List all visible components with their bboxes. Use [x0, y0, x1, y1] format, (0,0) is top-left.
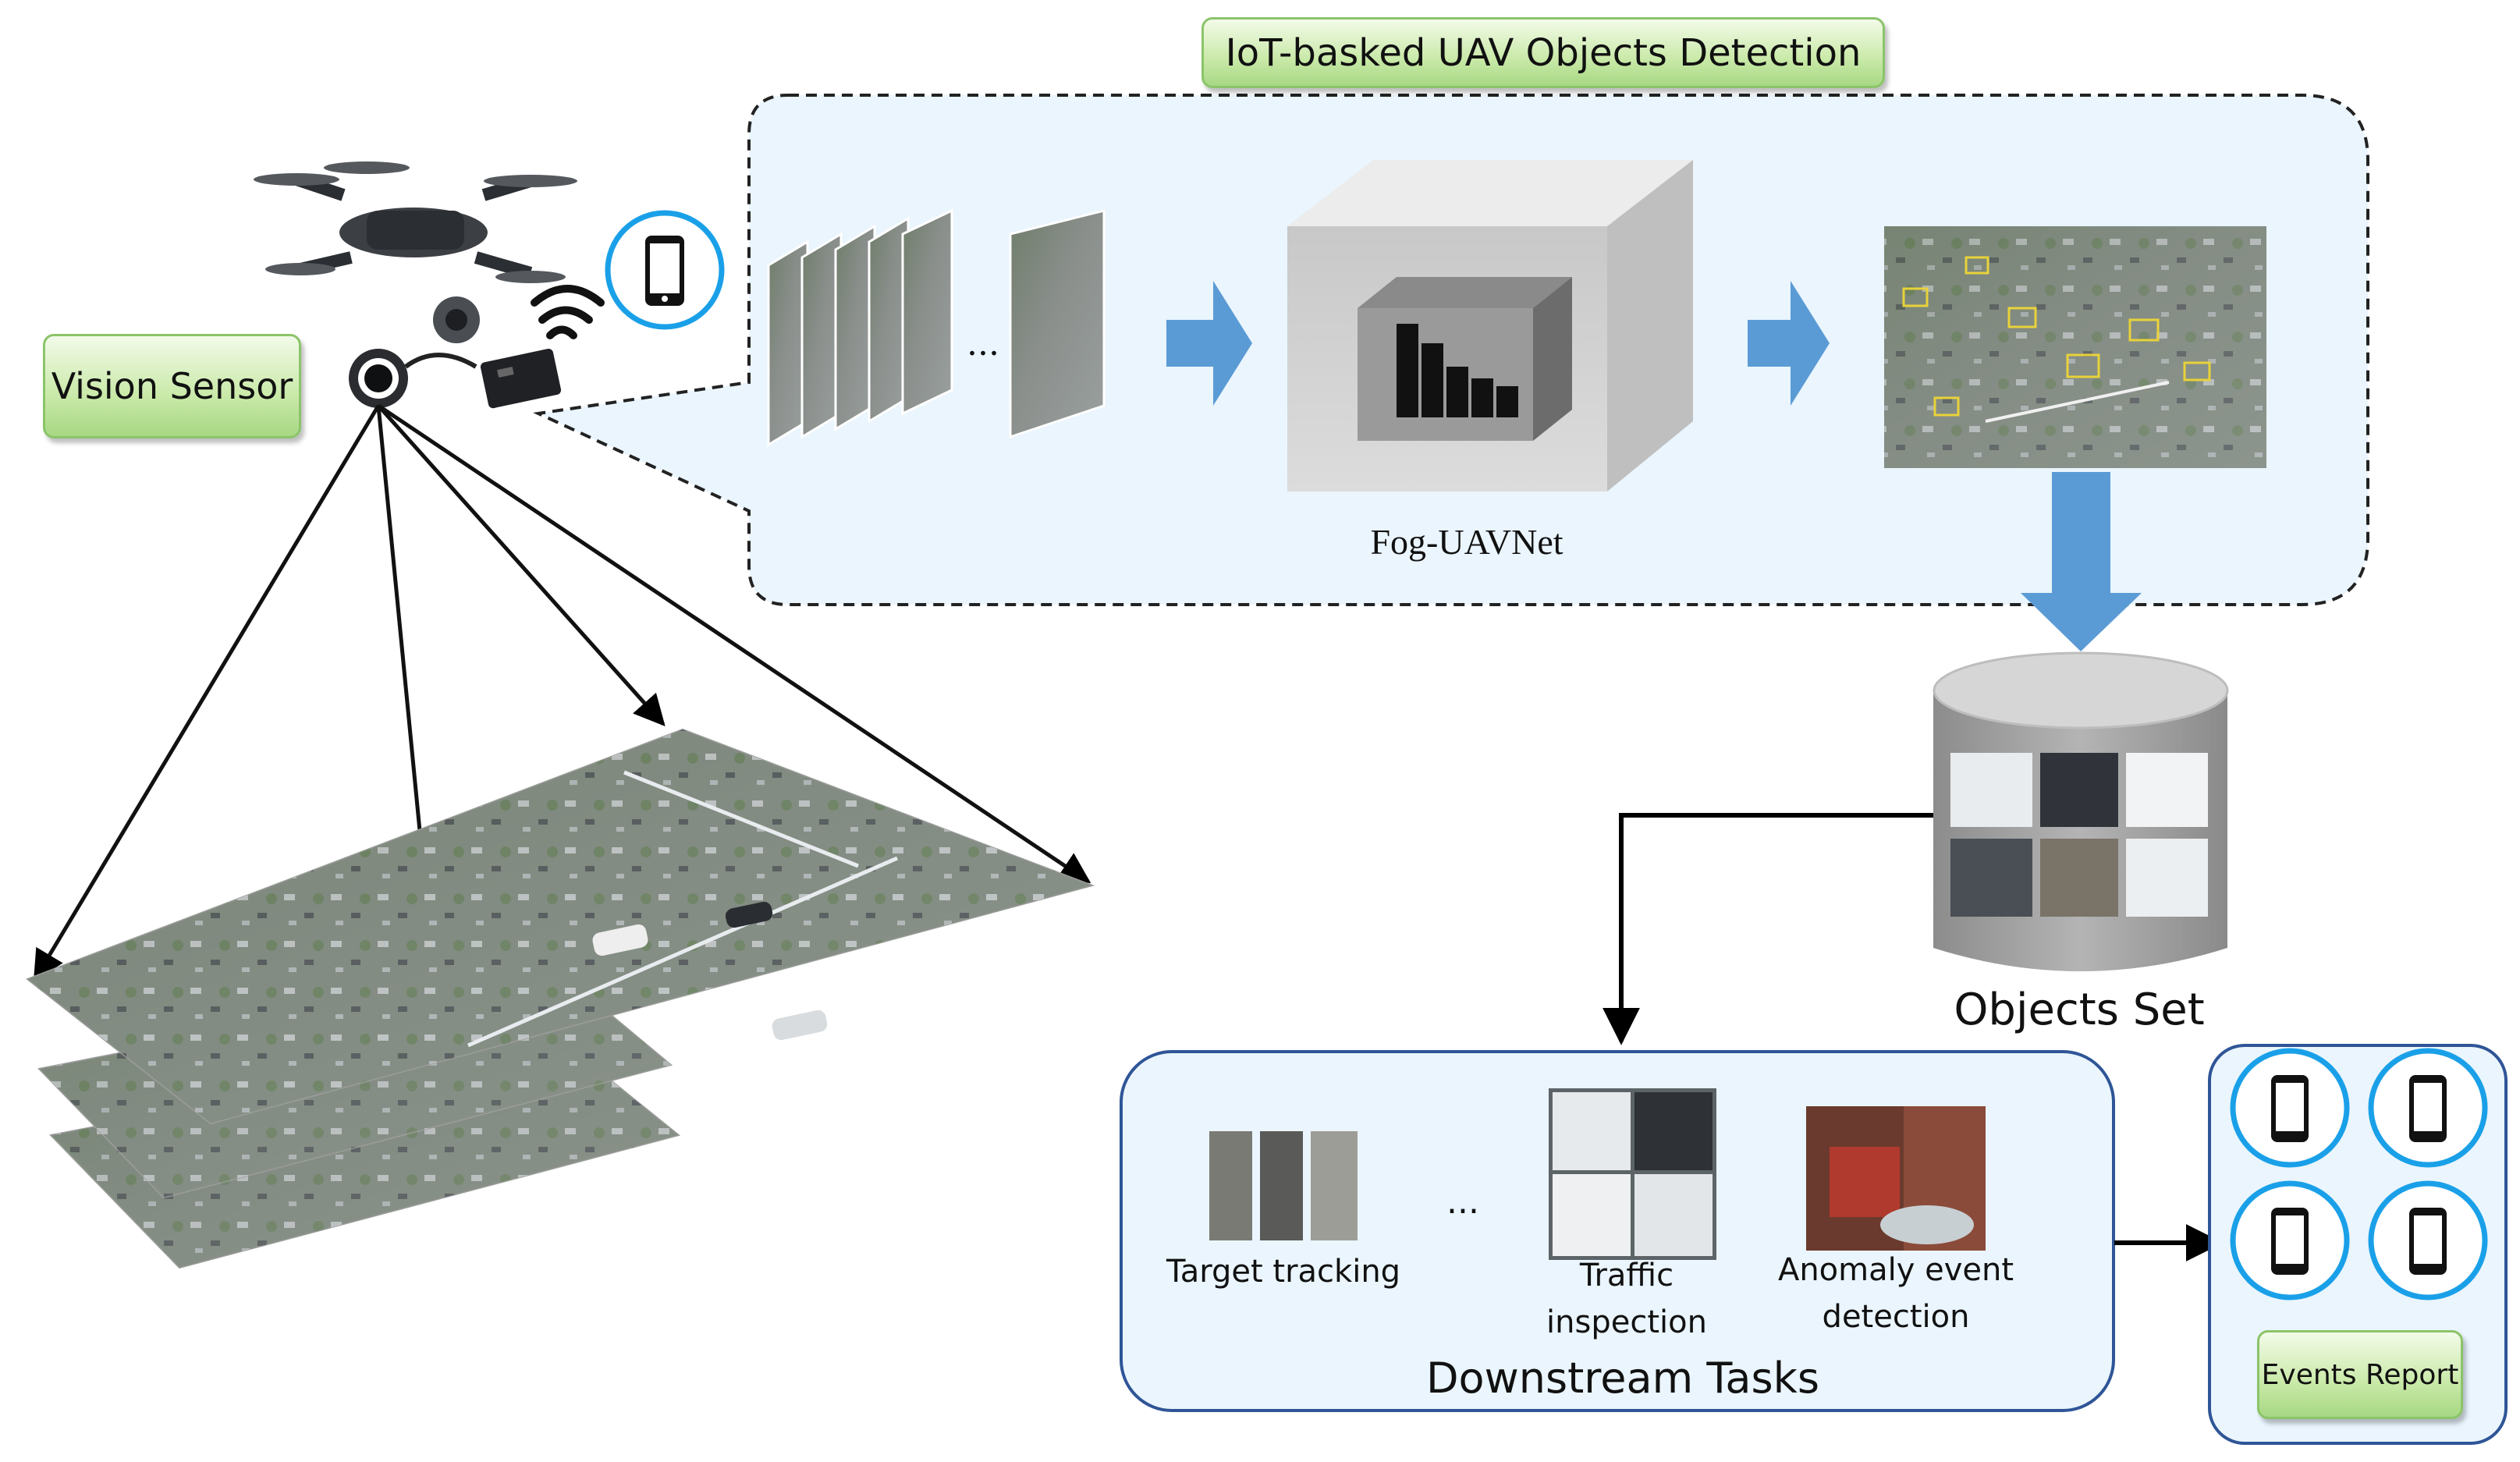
aerial-image-stack	[25, 728, 1095, 1269]
smartphone-icon	[2368, 1180, 2488, 1301]
detection-output-image	[1884, 226, 2266, 468]
task-label-tracking: Target tracking	[1166, 1254, 1401, 1290]
connector-line	[1603, 813, 1933, 1045]
fog-uavnet-label: Fog-UAVNet	[1370, 522, 1563, 562]
flow-arrow	[1166, 281, 2142, 651]
fog-uavnet-model	[1287, 160, 1693, 491]
vision-sensor-label: Vision Sensor	[43, 334, 301, 438]
task-label-anomaly: Anomaly event detection	[1777, 1252, 2014, 1335]
smartphone-icon	[2368, 1048, 2488, 1168]
objects-set-label: Objects Set	[1954, 985, 2205, 1035]
smartphone-icon	[605, 210, 725, 330]
downstream-ellipsis: ...	[1446, 1182, 1479, 1222]
drone-icon	[254, 161, 577, 343]
events-report-label: Events Report	[2257, 1330, 2463, 1419]
wifi-icon	[531, 285, 605, 339]
frames-ellipsis: ...	[967, 324, 999, 364]
diagram-title: IoT-basked UAV Objects Detection	[1201, 17, 1885, 88]
task-label-traffic: Traffic inspection	[1546, 1258, 1707, 1340]
camera-icon	[349, 349, 562, 409]
task-image-tracking	[1209, 1131, 1358, 1240]
database-icon	[1933, 651, 2229, 971]
task-image-anomaly	[1806, 1106, 1986, 1251]
downstream-tasks-title: Downstream Tasks	[1425, 1354, 1820, 1403]
task-image-traffic	[1549, 1088, 1716, 1260]
smartphone-icon	[2230, 1048, 2350, 1168]
smartphone-icon	[2230, 1180, 2350, 1301]
video-frames	[767, 208, 1106, 447]
